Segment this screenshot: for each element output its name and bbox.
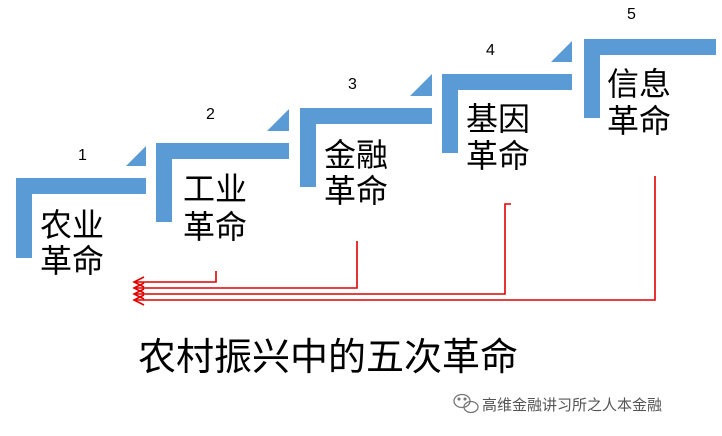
- step-4-bevel: [551, 41, 572, 62]
- step-1-label-line1: 农业: [40, 206, 104, 244]
- step-1-bevel: [126, 146, 146, 166]
- diagram-title: 农村振兴中的五次革命: [138, 335, 518, 379]
- step-2-label-line2: 革命: [183, 208, 247, 246]
- step-4: 4 基因 革命: [442, 41, 572, 175]
- step-2-bevel: [267, 109, 289, 131]
- step-5: 5 信息 革命: [584, 6, 716, 140]
- step-2-number: 2: [206, 106, 215, 123]
- step-4-number: 4: [486, 42, 495, 59]
- step-4-label-line1: 基因: [466, 100, 530, 138]
- step-1-bracket: [16, 178, 146, 258]
- watermark: 高维金融讲习所之人本金融: [453, 393, 662, 414]
- arrowhead-4: [132, 294, 145, 306]
- step-1-label-line2: 革命: [40, 242, 104, 280]
- step-3-label-line2: 革命: [324, 172, 388, 210]
- arrow-from-step-2: [136, 271, 217, 283]
- step-5-label-line1: 信息: [607, 65, 671, 103]
- step-2-label-line1: 工业: [183, 170, 247, 208]
- step-4-label-line2: 革命: [466, 137, 530, 175]
- step-1-number: 1: [78, 147, 87, 164]
- step-5-number: 5: [627, 6, 636, 23]
- watermark-text: 高维金融讲习所之人本金融: [482, 396, 662, 414]
- arrow-from-step-4: [136, 203, 511, 295]
- step-2-bracket: [156, 143, 289, 222]
- step-3-label-line1: 金融: [324, 136, 388, 174]
- step-3-number: 3: [348, 76, 357, 93]
- step-5-bracket: [584, 39, 716, 118]
- step-2: 2 工业 革命: [156, 106, 289, 246]
- step-3-bracket: [300, 108, 432, 187]
- arrow-from-step-3: [136, 241, 358, 289]
- step-3-bevel: [410, 74, 432, 96]
- wechat-icon: [453, 393, 479, 414]
- step-4-bracket: [442, 74, 572, 153]
- feedback-arrows: [132, 176, 656, 306]
- step-1: 1 农业 革命: [16, 146, 146, 280]
- step-5-label-line2: 革命: [607, 102, 671, 140]
- step-3: 3 金融 革命: [300, 74, 432, 210]
- arrow-from-step-5: [136, 176, 656, 301]
